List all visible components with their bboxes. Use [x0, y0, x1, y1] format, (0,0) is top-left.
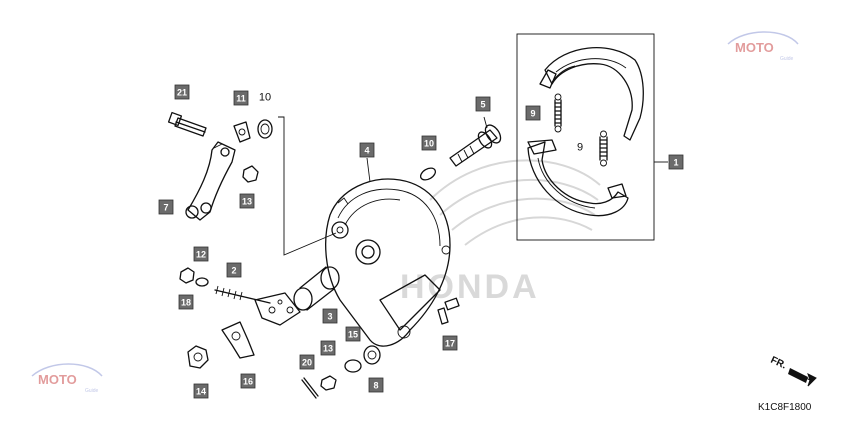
diagram-code: K1C8F1800	[758, 402, 812, 413]
nut-8	[363, 345, 381, 365]
part-number: 9	[577, 142, 583, 154]
part-number: 10	[424, 139, 434, 149]
part-label-p5: 5	[475, 96, 491, 112]
nut-18	[179, 267, 195, 284]
part-number: 12	[196, 250, 206, 260]
moto-logo-top: MOTO Guide	[727, 31, 799, 62]
part-number: 16	[243, 377, 253, 387]
part-label-p8: 8	[368, 377, 384, 393]
part-number: 15	[348, 330, 358, 340]
washer-19	[320, 375, 337, 391]
part-number: 4	[364, 146, 369, 156]
part-number: 14	[196, 387, 206, 397]
washer-plate	[233, 121, 251, 143]
part-label-p14: 14	[193, 383, 209, 399]
nut-upper	[242, 165, 259, 183]
leader-p4	[366, 157, 371, 183]
brake-shoe-group-box	[516, 33, 655, 241]
spring-lower	[599, 130, 608, 167]
part-label-p9a: 9	[525, 105, 541, 121]
part-number: 21	[177, 88, 187, 98]
panel-bolt	[437, 297, 460, 325]
part-label-p7: 7	[158, 199, 174, 215]
assembly-line	[278, 116, 337, 256]
part-number: 8	[373, 381, 378, 391]
part-label-p10b: 10	[421, 135, 437, 151]
part-number: 13	[242, 197, 252, 207]
part-label-p2: 2	[226, 262, 242, 278]
part-number: 1	[673, 158, 678, 168]
part-number: 2	[231, 266, 236, 276]
part-label-p16: 16	[240, 373, 256, 389]
arm-bolt	[167, 111, 207, 137]
part-label-p13b: 13	[320, 340, 336, 356]
brake-rod	[214, 285, 301, 326]
part-number: 9	[530, 109, 535, 119]
part-number: 20	[302, 358, 312, 368]
part-label-p11: 11	[233, 90, 249, 106]
brake-shoe-upper	[539, 47, 644, 141]
brake-arm	[185, 141, 236, 221]
part-label-p9b: 9	[577, 142, 583, 154]
part-label-p1: 1	[668, 154, 684, 170]
sleeve	[293, 266, 340, 311]
part-label-p13a: 13	[239, 193, 255, 209]
part-label-p21: 21	[174, 84, 190, 100]
bracket-16	[221, 321, 255, 359]
honda-watermark: HONDA	[400, 159, 601, 306]
washer-15	[344, 359, 362, 373]
flange-nut	[187, 345, 209, 369]
part-number: 5	[480, 100, 485, 110]
part-label-p3: 3	[322, 308, 338, 324]
part-number: 17	[445, 339, 455, 349]
spring-upper	[554, 93, 562, 133]
part-number: 13	[323, 344, 333, 354]
brake-cam	[449, 116, 502, 167]
brake-panel	[325, 178, 451, 347]
moto-logo-top-sub: Guide	[780, 56, 794, 62]
moto-logo-bottom: MOTO Guide	[31, 363, 103, 394]
part-label-p10a: 10	[259, 92, 271, 104]
part-label-p4: 4	[359, 142, 375, 158]
part-label-p20: 20	[299, 354, 315, 370]
part-number: 10	[259, 92, 271, 104]
brake-shoe-lower	[527, 139, 629, 217]
washer-12	[195, 277, 209, 287]
moto-logo-top-text: MOTO	[735, 40, 774, 55]
part-number: 7	[163, 203, 168, 213]
part-number: 11	[236, 94, 246, 104]
o-ring-right	[419, 167, 437, 181]
moto-logo-bottom-text: MOTO	[38, 372, 77, 387]
part-label-p15: 15	[345, 326, 361, 342]
part-label-p17: 17	[442, 335, 458, 351]
part-number: 18	[181, 298, 191, 308]
moto-logo-bottom-sub: Guide	[85, 388, 99, 394]
part-label-p18: 18	[178, 294, 194, 310]
honda-watermark-text: HONDA	[400, 268, 540, 306]
cotter-pin	[301, 377, 319, 399]
part-number: 3	[327, 312, 332, 322]
part-label-p12: 12	[193, 246, 209, 262]
front-direction-indicator: FR.	[769, 355, 817, 387]
seal-left	[257, 119, 273, 139]
front-direction-label: FR.	[769, 355, 788, 372]
